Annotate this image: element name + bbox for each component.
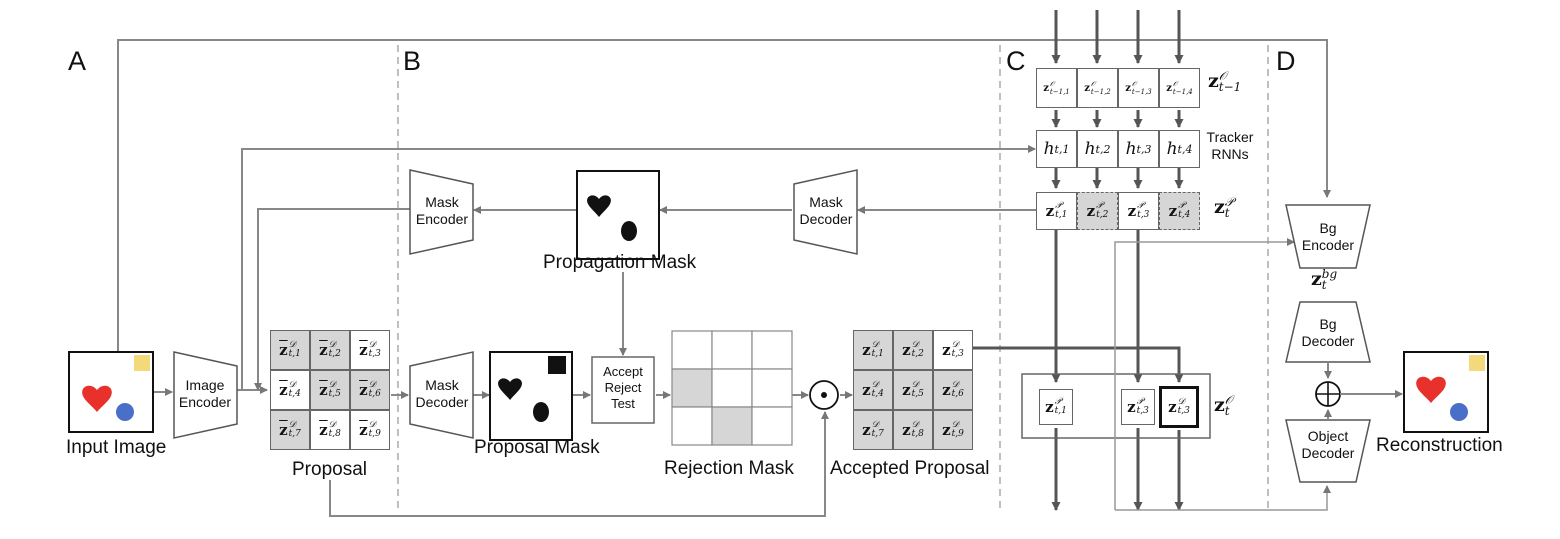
panel-label-c: C bbox=[1006, 46, 1026, 76]
panel-label-b: B bbox=[403, 46, 422, 76]
panel-label-a: A bbox=[68, 46, 87, 76]
panel-label-d: D bbox=[1276, 46, 1296, 76]
rejection-mask-grid bbox=[671, 330, 793, 446]
caption-propagation-mask: Propagation Mask bbox=[543, 252, 697, 273]
caption-proposal: Proposal bbox=[292, 459, 367, 480]
caption-rejection-mask: Rejection Mask bbox=[664, 458, 794, 479]
caption-proposal-mask: Proposal Mask bbox=[474, 437, 600, 458]
caption-reconstruction: Reconstruction bbox=[1376, 435, 1503, 456]
caption-accepted-proposal: Accepted Proposal bbox=[830, 458, 990, 479]
caption-input-image: Input Image bbox=[66, 437, 167, 458]
